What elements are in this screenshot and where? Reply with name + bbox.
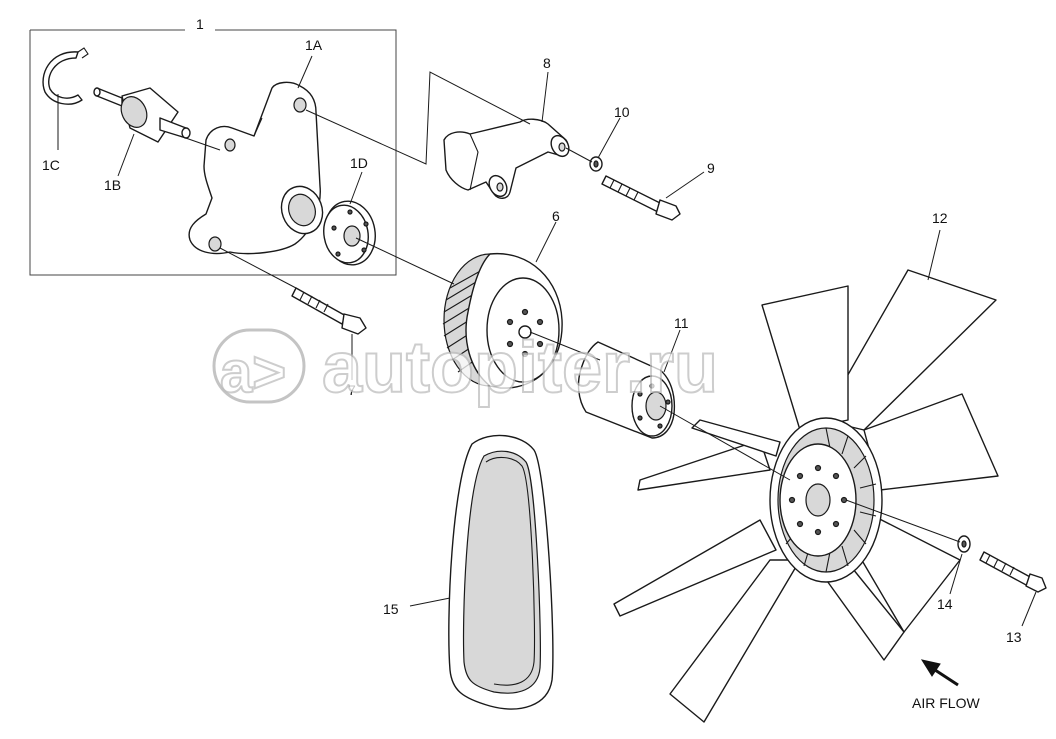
axis-line-bracket-8 xyxy=(305,71,531,165)
flange-1d xyxy=(323,200,376,266)
leader-14 xyxy=(949,553,963,595)
callout-13: 13 xyxy=(1006,629,1022,645)
axis-line-bolt-9 xyxy=(565,147,593,163)
callout-10: 10 xyxy=(614,104,630,120)
spacer-11 xyxy=(577,341,676,439)
leader-6 xyxy=(535,221,557,263)
leader-11 xyxy=(663,329,681,373)
leader-1a xyxy=(297,55,313,89)
bolt-7 xyxy=(291,287,367,335)
callout-14: 14 xyxy=(937,596,953,612)
watermark-logo: a> xyxy=(220,340,286,405)
leader-15 xyxy=(409,597,451,607)
leader-9 xyxy=(665,171,705,199)
leader-13 xyxy=(1021,591,1037,627)
leader-1b xyxy=(117,133,135,177)
callout-6: 6 xyxy=(552,208,560,224)
callout-8: 8 xyxy=(543,55,551,71)
bracket-8 xyxy=(443,118,570,199)
pulley-6 xyxy=(442,252,563,389)
leader-1d xyxy=(349,171,363,205)
shaft-1b xyxy=(93,87,191,143)
callout-7: 7 xyxy=(348,382,356,398)
callout-1d: 1D xyxy=(350,155,368,171)
snap-ring-1c xyxy=(42,47,89,105)
leader-8 xyxy=(541,71,549,123)
callout-1c: 1C xyxy=(42,157,60,173)
callout-11: 11 xyxy=(674,315,689,331)
washer-10 xyxy=(589,156,603,172)
air-flow-label: AIR FLOW xyxy=(912,695,980,711)
callout-1a: 1A xyxy=(305,37,323,53)
callout-15: 15 xyxy=(383,601,399,617)
air-flow-arrow-icon xyxy=(920,659,959,687)
callout-1b: 1B xyxy=(104,177,121,193)
bolt-13 xyxy=(979,551,1047,593)
belt-15 xyxy=(448,434,554,710)
leader-12 xyxy=(927,229,941,281)
watermark: a> autopiter.ru xyxy=(212,327,719,409)
axis-line-bolt-7 xyxy=(219,247,297,289)
bolt-9 xyxy=(601,175,681,221)
fan-12 xyxy=(613,269,999,723)
leader-10 xyxy=(597,117,621,159)
callout-9: 9 xyxy=(707,160,715,176)
group-1-frame xyxy=(29,29,397,276)
bracket-1a xyxy=(188,81,324,255)
callout-1: 1 xyxy=(196,16,204,32)
washer-14 xyxy=(957,535,971,553)
axis-line-shaft xyxy=(179,135,221,151)
callout-12: 12 xyxy=(932,210,948,226)
axis-line-main xyxy=(355,237,961,543)
watermark-text: autopiter.ru xyxy=(322,328,718,408)
